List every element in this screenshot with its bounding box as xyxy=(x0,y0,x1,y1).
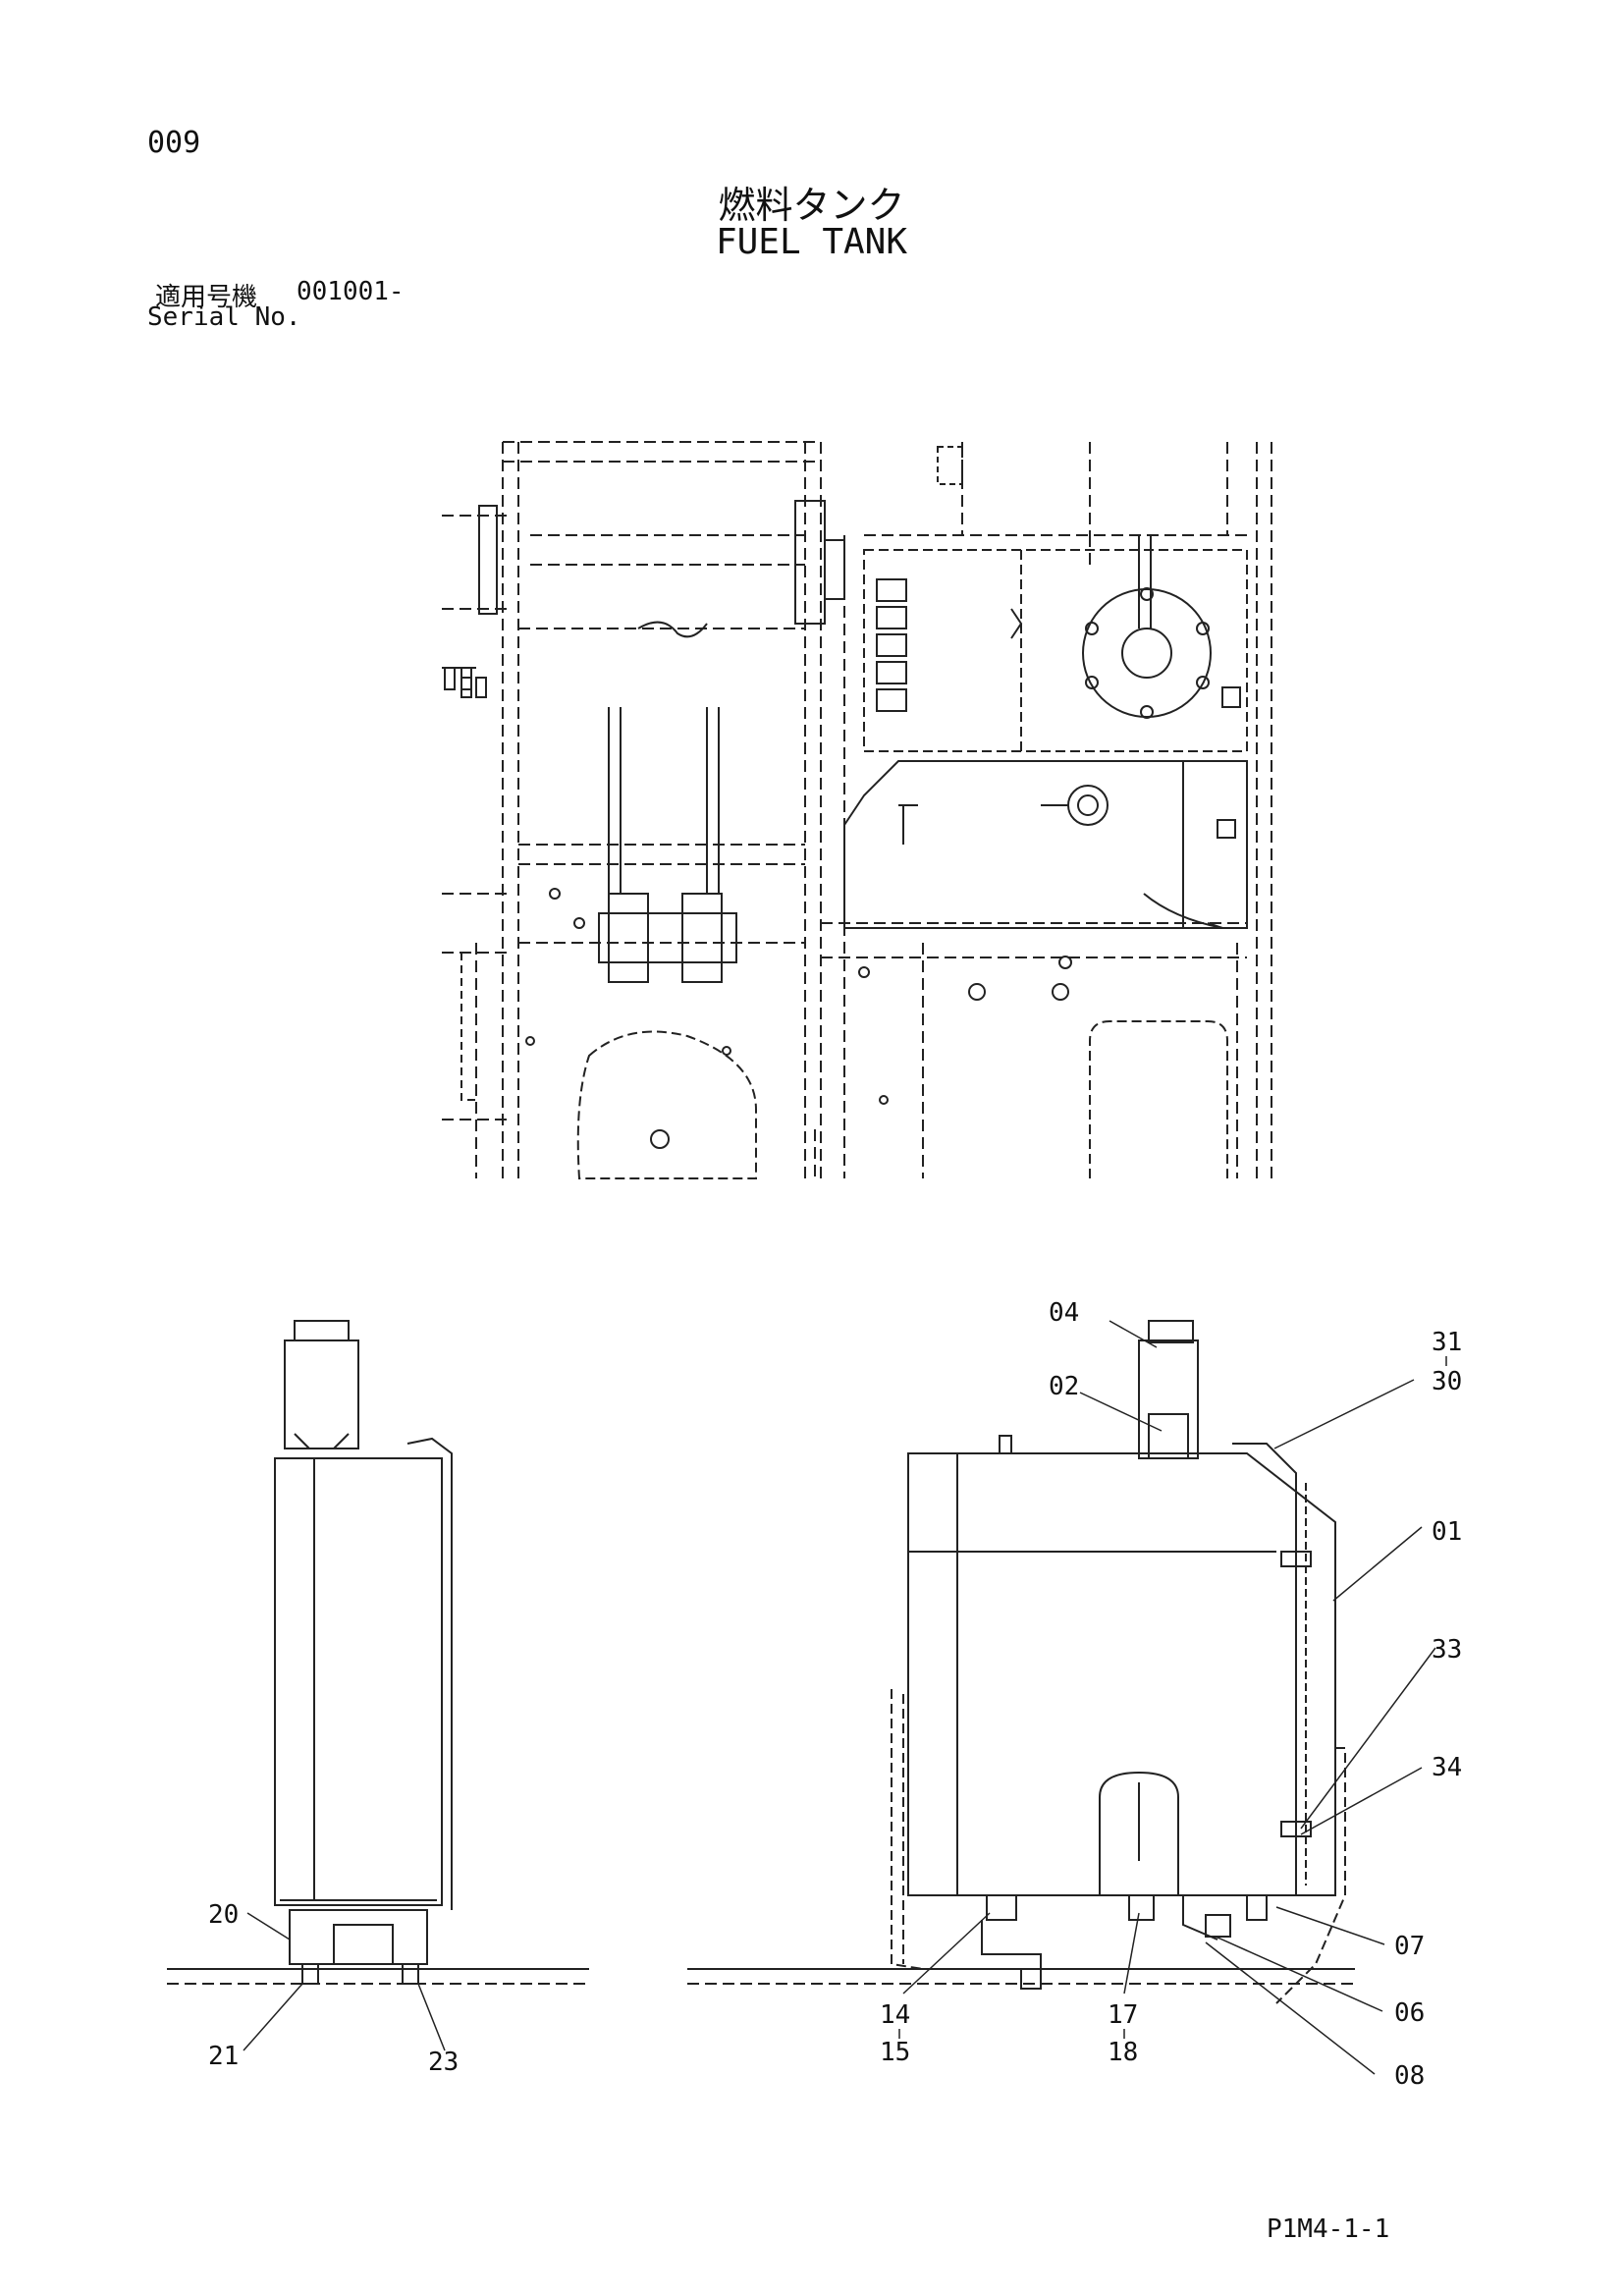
page-number: 009 xyxy=(147,126,201,160)
callout-17: 17 xyxy=(1108,2000,1138,2030)
callout-labels: 04 02 31 30 01 33 34 07 06 08 14 15 17 1… xyxy=(208,1298,1462,2091)
serial-number-value: 001001- xyxy=(297,277,405,306)
callout-02: 02 xyxy=(1049,1372,1079,1401)
callout-07: 07 xyxy=(1394,1932,1425,1961)
callout-30: 30 xyxy=(1432,1367,1462,1396)
callout-14: 14 xyxy=(880,2000,910,2030)
callout-15: 15 xyxy=(880,2038,910,2067)
top-plan-view xyxy=(442,441,1272,1179)
callout-23: 23 xyxy=(428,2048,459,2077)
callout-21: 21 xyxy=(208,2042,239,2071)
side-view xyxy=(167,1320,589,1985)
callout-31: 31 xyxy=(1432,1328,1462,1357)
leader-lines xyxy=(243,1320,1436,2075)
callout-34: 34 xyxy=(1432,1753,1462,1782)
page-title-japanese: 燃料タンク xyxy=(718,184,905,227)
callout-20: 20 xyxy=(208,1900,239,1930)
front-view xyxy=(687,1320,1355,2004)
callout-08: 08 xyxy=(1394,2061,1425,2091)
page-title-english: FUEL TANK xyxy=(715,222,908,262)
page-code: P1M4-1-1 xyxy=(1267,2214,1390,2244)
serial-label-english: Serial No. xyxy=(147,302,301,332)
callout-01: 01 xyxy=(1432,1517,1462,1547)
serial-label-japanese: 適用号機 xyxy=(155,283,258,312)
callout-33: 33 xyxy=(1432,1635,1462,1665)
callout-18: 18 xyxy=(1108,2038,1138,2067)
callout-06: 06 xyxy=(1394,1998,1425,2028)
callout-04: 04 xyxy=(1049,1298,1079,1328)
